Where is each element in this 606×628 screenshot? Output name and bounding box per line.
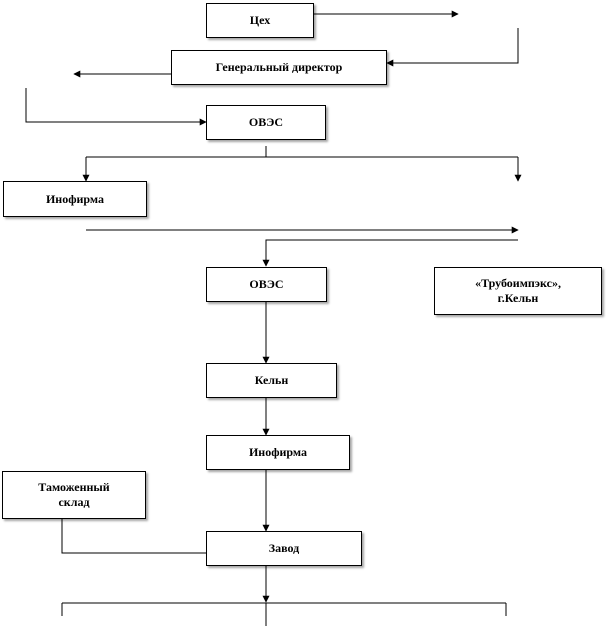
arrow-left-down-to-oves	[25, 88, 207, 126]
box-customs-line-2: склад	[58, 495, 90, 509]
box-general-director: Генеральный директор	[171, 50, 387, 85]
box-tsekh-label: Цех	[249, 13, 271, 27]
box-trubo: «Трубоимпэкс», г.Кельн	[434, 267, 602, 315]
bottom-branch-line	[61, 602, 507, 626]
box-oves-mid-label: ОВЭС	[249, 277, 284, 291]
box-zavod-label: Завод	[268, 541, 300, 555]
box-infirma-bottom-label: Инофирма	[248, 445, 308, 459]
arrow-back-to-oves-mid	[262, 239, 518, 267]
arrow-right-down-to-director	[386, 28, 519, 67]
split-from-oves	[86, 146, 518, 158]
box-customs-line-1: Таможенный	[38, 480, 110, 494]
box-customs-warehouse: Таможенный склад	[2, 471, 146, 519]
box-oves-mid: ОВЭС	[206, 267, 327, 302]
box-oves-top: ОВЭС	[206, 105, 326, 140]
box-zavod: Завод	[206, 531, 362, 566]
box-keln-label: Кельн	[254, 373, 289, 387]
box-general-director-label: Генеральный директор	[215, 60, 343, 74]
box-keln: Кельн	[206, 363, 337, 398]
box-infirma-top-label: Инофирма	[45, 191, 105, 206]
box-trubo-line-2: г.Кельн	[497, 291, 539, 305]
box-infirma-bottom: Инофирма	[206, 435, 350, 470]
box-trubo-line-1: «Трубоимпэкс»,	[475, 276, 561, 290]
box-oves-top-label: ОВЭС	[248, 115, 284, 129]
line-customs-to-zavod	[61, 519, 206, 554]
box-infirma-top: Инофирма	[3, 181, 147, 217]
box-tsekh: Цех	[206, 3, 314, 38]
